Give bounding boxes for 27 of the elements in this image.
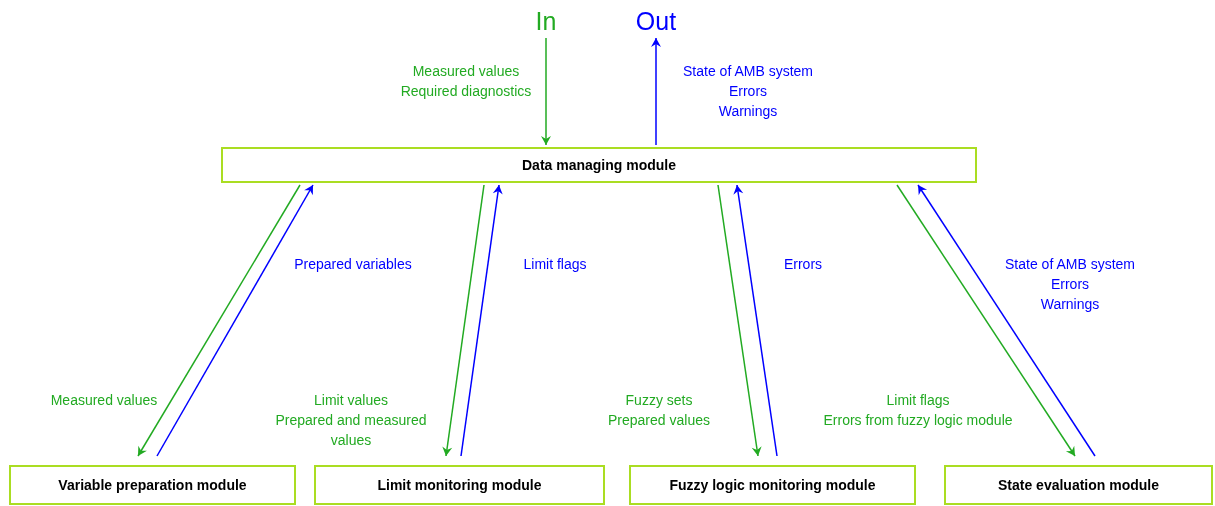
arrow — [137, 184, 301, 457]
module-box: Variable preparation module — [9, 465, 296, 505]
edge-label: Limit flags — [522, 255, 588, 274]
arrow — [717, 184, 762, 457]
io-label: In — [520, 4, 572, 38]
arrow — [651, 37, 661, 146]
module-box: State evaluation module — [944, 465, 1213, 505]
edge-label: State of AMB system Errors Warnings — [682, 62, 814, 121]
edge-label: Fuzzy sets Prepared values — [607, 391, 711, 430]
edge-label: Errors — [782, 255, 824, 274]
edge-label: Limit values Prepared and measured values — [274, 391, 428, 450]
io-label: Out — [620, 4, 692, 38]
arrow — [917, 184, 1096, 457]
module-box: Data managing module — [221, 147, 977, 183]
arrow — [541, 37, 551, 146]
edge-label: Limit flags Errors from fuzzy logic module — [822, 391, 1014, 430]
arrow — [733, 184, 778, 457]
edge-label: State of AMB system Errors Warnings — [1004, 255, 1136, 314]
edge-label: Measured values Required diagnostics — [399, 62, 533, 101]
arrow — [460, 184, 503, 457]
arrow — [896, 184, 1076, 457]
module-box: Limit monitoring module — [314, 465, 605, 505]
arrow — [156, 184, 314, 457]
arrow — [442, 184, 485, 457]
edge-label: Measured values — [49, 391, 159, 410]
edge-label: Prepared variables — [293, 255, 413, 274]
module-box: Fuzzy logic monitoring module — [629, 465, 916, 505]
